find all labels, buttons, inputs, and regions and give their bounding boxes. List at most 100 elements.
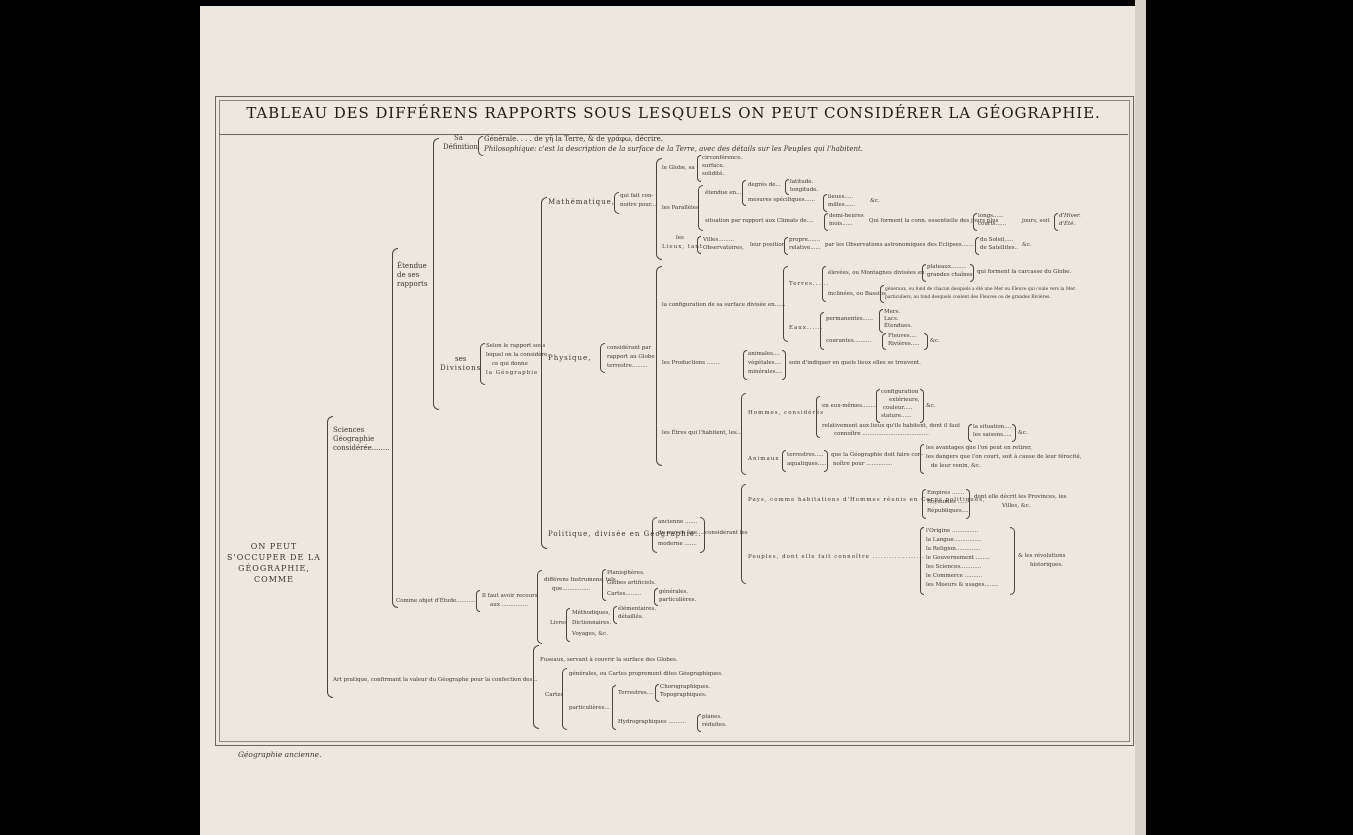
il-faut-1: aux ............... bbox=[490, 602, 528, 608]
animaux-close-brace bbox=[824, 450, 828, 472]
configuration: la configuration de sa surface divisée e… bbox=[662, 302, 786, 308]
footer-caption: Géographie ancienne. bbox=[238, 750, 322, 759]
avantages-brace bbox=[920, 444, 924, 474]
art-brace bbox=[533, 645, 539, 729]
mesures-brace bbox=[823, 194, 827, 212]
mesures: mesures spécifiques...... bbox=[748, 197, 816, 203]
gouvernement: le Gouvernement ........ bbox=[926, 555, 990, 561]
plate-border bbox=[215, 96, 1134, 746]
degres: degrés de... bbox=[748, 182, 781, 188]
relativement-1: connoître ..............................… bbox=[834, 431, 929, 437]
grandes-chaines: grandes chaînes bbox=[927, 272, 973, 278]
leur-etendue: étendue en... bbox=[705, 190, 742, 196]
peuples-close-brace bbox=[1010, 527, 1015, 595]
def-philosophique: Philosophique: c'est la description de l… bbox=[484, 145, 864, 153]
dont-elle-1: Villes, &c. bbox=[1002, 503, 1031, 509]
revolutions-0: & les révolutions bbox=[1018, 553, 1066, 559]
politique-label: Politique, divisée en Géographie.. bbox=[548, 530, 702, 538]
paper-edge bbox=[1135, 0, 1146, 835]
elevees: élevées, ou Montagnes divisées en bbox=[828, 270, 925, 276]
sciences-item: les Sciences............ bbox=[926, 564, 982, 570]
peuples-brace bbox=[920, 527, 924, 595]
globes-artificiels: Globes artificiels. bbox=[607, 580, 656, 586]
recours-brace bbox=[537, 570, 542, 644]
phys-cons-1: rapport au Globe bbox=[607, 354, 655, 360]
page-title: TABLEAU DES DIFFÉRENS RAPPORTS SOUS LESQ… bbox=[246, 104, 1101, 122]
etc-3: &c. bbox=[930, 338, 940, 344]
prod-brace bbox=[743, 350, 747, 380]
langue: la Langue................ bbox=[926, 537, 982, 543]
cartes-gp-brace bbox=[654, 588, 658, 606]
configuration-ext: configuration bbox=[881, 389, 919, 395]
vegetales: végétales.... bbox=[748, 360, 782, 366]
plateaux-close-brace bbox=[970, 264, 974, 282]
les-lieux-1: Lieux, tant bbox=[662, 244, 704, 250]
dont-elle-0: dont elle décrit les Provinces, les bbox=[974, 494, 1067, 500]
ancienne: ancienne ....... bbox=[658, 519, 698, 525]
pays-brace bbox=[922, 489, 926, 519]
comme-objet: Comme objet d'Étude........... bbox=[396, 598, 476, 604]
commerce: le Commerce .......... bbox=[926, 573, 983, 579]
cartes-particulieres: particulières. bbox=[659, 597, 697, 603]
math-brace bbox=[614, 192, 619, 214]
config-brace bbox=[783, 266, 788, 342]
mers: Mers. bbox=[884, 309, 901, 315]
particulieres-brace bbox=[612, 685, 616, 730]
position-brace bbox=[784, 237, 788, 255]
sa-label: Sa bbox=[454, 134, 463, 142]
hydro-brace bbox=[697, 714, 701, 732]
avantages-1: les dangers que l'on court, soit à cause… bbox=[926, 454, 1082, 460]
etendue-brace bbox=[433, 138, 439, 410]
etendues: Étendues. bbox=[884, 323, 912, 329]
perm-brace bbox=[879, 309, 883, 333]
minerales: minérales.... bbox=[748, 369, 783, 375]
mois: mois...... bbox=[829, 221, 853, 227]
selon-3: la Géographie bbox=[486, 370, 539, 376]
etc-5: &c. bbox=[1018, 430, 1028, 436]
sciences-brace bbox=[392, 248, 398, 608]
selon-1: lequel on la considère, bbox=[486, 352, 550, 358]
etc-2: &c. bbox=[1022, 242, 1032, 248]
satellites: de Satellites.. bbox=[980, 245, 1019, 251]
etendue-sub-brace bbox=[742, 180, 746, 206]
globe-item-0: circonférence. bbox=[702, 155, 743, 161]
qui-forment: Qui forment la conn. essentielle des jou… bbox=[869, 218, 999, 224]
lacs: Lacs. bbox=[884, 316, 899, 322]
republiques: Républiques.... bbox=[927, 508, 969, 514]
chorographiques: Chorographiques. bbox=[660, 684, 711, 690]
longs: longs...... bbox=[978, 213, 1004, 219]
terres-label: Terres...... bbox=[789, 281, 830, 287]
relativement-0: relativement aux lieux qu'ils habitent, … bbox=[822, 423, 961, 429]
courts: courts...... bbox=[978, 221, 1007, 227]
paper-sheet bbox=[200, 6, 1146, 835]
bassins-brace bbox=[880, 285, 884, 303]
royaumes: Royaumes ...... bbox=[927, 499, 968, 505]
soin-indiquer: soin d'indiquer en quels lieux elles se … bbox=[789, 360, 921, 366]
instruments-0: différens Instrumens, tels bbox=[544, 577, 616, 583]
cartes-generales: générales. bbox=[659, 589, 689, 595]
ses-label: ses bbox=[455, 355, 467, 363]
def-generale: Générale. . . . de γῆ la Terre, & de γρά… bbox=[484, 135, 663, 143]
physique-label: Physique, bbox=[548, 354, 592, 362]
lieux-brace bbox=[697, 236, 701, 254]
livres-brace bbox=[566, 608, 570, 642]
avantages-2: de leur venin, &c. bbox=[931, 463, 981, 469]
fleuves: Fleuves.... bbox=[888, 333, 917, 339]
objet-brace bbox=[476, 590, 480, 612]
les-etres: les Êtres qui l'habitent, les... bbox=[662, 430, 743, 436]
cartes-brace bbox=[562, 668, 567, 730]
hiver-brace bbox=[1054, 213, 1058, 231]
stature: stature...... bbox=[881, 413, 912, 419]
il-faut-0: Il faut avoir recours bbox=[482, 593, 538, 599]
bassins-generaux: généraux, ou fond de chacun desquels a é… bbox=[885, 287, 1076, 292]
lieues: lieues..... bbox=[828, 194, 854, 200]
durees-close-brace bbox=[1012, 424, 1016, 442]
etc-1: &c. bbox=[870, 198, 880, 204]
milles: milles...... bbox=[828, 202, 856, 208]
exterieure: extérieure, bbox=[889, 397, 920, 403]
moeurs: les Moeurs & usages........ bbox=[926, 582, 999, 588]
les-lieux-0: les bbox=[676, 235, 684, 241]
method-brace bbox=[613, 606, 617, 624]
cour-brace bbox=[882, 333, 886, 350]
hommes-brace bbox=[816, 396, 820, 438]
